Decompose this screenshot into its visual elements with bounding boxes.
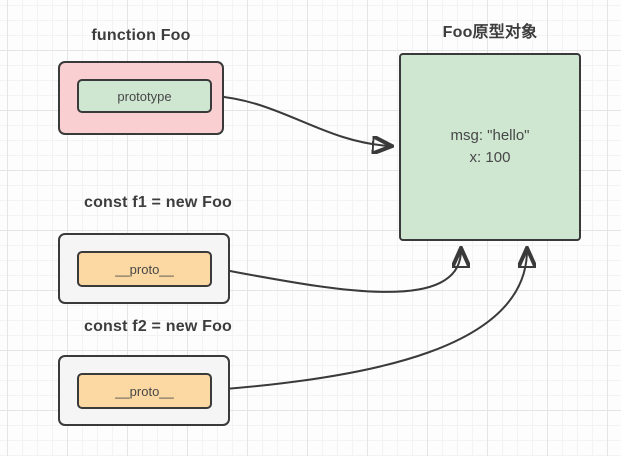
prototype-object-properties: msg: "hello" x: 100 [450,125,529,169]
arrow-prototype-to-object [212,95,390,146]
f1-proto-field-label: __proto__ [115,261,174,277]
f1-label: const f1 = new Foo [83,194,233,211]
property-x: x: 100 [469,149,511,166]
prototype-field-label: prototype [117,88,172,104]
function-foo-label: function Foo [91,27,191,44]
f2-label: const f2 = new Foo [83,318,233,335]
property-msg: msg: "hello" [450,127,530,144]
prototype-object-label: Foo原型对象 [442,24,538,41]
arrow-f1-proto-to-object [212,250,461,293]
f2-proto-field: __proto__ [77,373,212,409]
prototype-field: prototype [77,79,212,113]
prototype-object-box: msg: "hello" x: 100 [399,53,581,241]
arrow-f2-proto-to-object [212,250,527,391]
f2-proto-field-label: __proto__ [115,383,174,399]
f1-proto-field: __proto__ [77,251,212,287]
